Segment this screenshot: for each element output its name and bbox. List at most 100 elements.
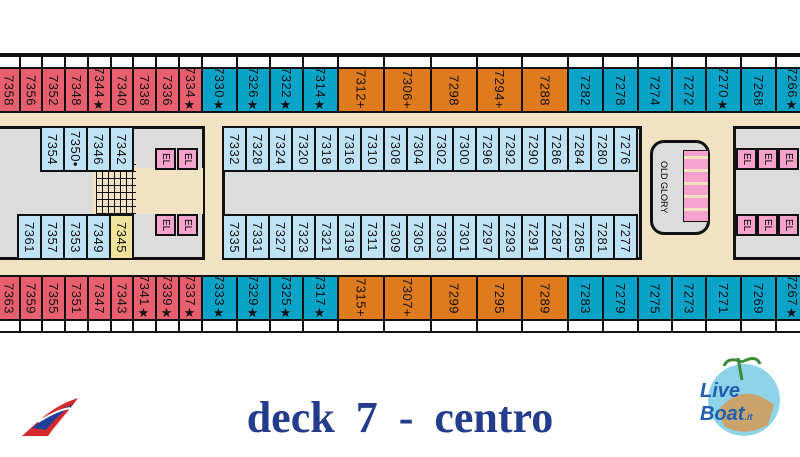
elevator[interactable]: EL — [757, 214, 778, 236]
cabin[interactable]: 7339★ — [155, 275, 180, 321]
cabin[interactable]: 7280 — [590, 126, 615, 172]
cabin[interactable]: 7270★ — [705, 67, 742, 113]
cabin[interactable]: 7331 — [245, 214, 270, 260]
cabin[interactable]: 7344★ — [87, 67, 112, 113]
cabin[interactable]: 7307+ — [383, 275, 432, 321]
cabin[interactable]: 7298 — [430, 67, 478, 113]
cabin[interactable]: 7336 — [155, 67, 180, 113]
cabin[interactable]: 7283 — [567, 275, 604, 321]
cabin[interactable]: 7356 — [19, 67, 43, 113]
cabin[interactable]: 7340 — [110, 67, 134, 113]
cabin[interactable]: 7305 — [406, 214, 431, 260]
cabin[interactable]: 7267★ — [775, 275, 800, 321]
cabin[interactable]: 7268 — [740, 67, 777, 113]
cabin[interactable]: 7304 — [406, 126, 431, 172]
elevator[interactable]: EL — [177, 148, 198, 170]
cabin[interactable]: 7275 — [637, 275, 673, 321]
cabin[interactable]: 7272 — [671, 67, 707, 113]
cabin[interactable]: 7284 — [567, 126, 592, 172]
elevator[interactable]: EL — [736, 214, 757, 236]
cabin[interactable]: 7297 — [475, 214, 500, 260]
cabin[interactable]: 7315+ — [337, 275, 385, 321]
cabin[interactable]: 7357 — [40, 214, 65, 260]
cabin[interactable]: 7285 — [567, 214, 592, 260]
elevator[interactable]: EL — [778, 214, 799, 236]
elevator[interactable]: EL — [177, 214, 198, 236]
cabin[interactable]: 7328 — [245, 126, 270, 172]
cabin[interactable]: 7266★ — [775, 67, 800, 113]
cabin[interactable]: 7353 — [63, 214, 88, 260]
cabin[interactable]: 7293 — [498, 214, 523, 260]
cabin[interactable]: 7320 — [291, 126, 316, 172]
cabin[interactable]: 7349 — [86, 214, 111, 260]
cabin[interactable]: 7348 — [64, 67, 89, 113]
cabin[interactable]: 7333★ — [201, 275, 238, 321]
cabin[interactable]: 7303 — [429, 214, 454, 260]
cabin[interactable]: 7361 — [17, 214, 42, 260]
cabin[interactable]: 7325★ — [269, 275, 304, 321]
cabin[interactable]: 7363 — [0, 275, 21, 321]
cabin[interactable]: 7337★ — [178, 275, 203, 321]
cabin[interactable]: 7294+ — [476, 67, 523, 113]
cabin[interactable]: 7271 — [705, 275, 742, 321]
cabin[interactable]: 7354 — [40, 126, 65, 172]
cabin[interactable]: 7301 — [452, 214, 477, 260]
cabin[interactable]: 7355 — [41, 275, 66, 321]
cabin[interactable]: 7274 — [637, 67, 673, 113]
cabin[interactable]: 7314★ — [302, 67, 339, 113]
cabin[interactable]: 7295 — [476, 275, 523, 321]
cabin[interactable]: 7299 — [430, 275, 478, 321]
cabin[interactable]: 7308 — [383, 126, 408, 172]
cabin[interactable]: 7269 — [740, 275, 777, 321]
cabin[interactable]: 7287 — [544, 214, 569, 260]
cabin[interactable]: 7290 — [521, 126, 546, 172]
cabin[interactable]: 7309 — [383, 214, 408, 260]
cabin[interactable]: 7281 — [590, 214, 615, 260]
cabin[interactable]: 7296 — [475, 126, 500, 172]
elevator[interactable]: EL — [155, 148, 176, 170]
cabin[interactable]: 7352 — [41, 67, 66, 113]
cabin[interactable]: 7318 — [314, 126, 339, 172]
cabin[interactable]: 7302 — [429, 126, 454, 172]
cabin[interactable]: 7335 — [222, 214, 247, 260]
cabin[interactable]: 7351 — [64, 275, 89, 321]
cabin[interactable]: 7278 — [602, 67, 639, 113]
cabin[interactable]: 7292 — [498, 126, 523, 172]
cabin[interactable]: 7316 — [337, 126, 362, 172]
cabin[interactable]: 7286 — [544, 126, 569, 172]
cabin[interactable]: 7338 — [132, 67, 157, 113]
elevator[interactable]: EL — [757, 148, 778, 170]
cabin[interactable]: 7327 — [268, 214, 293, 260]
cabin[interactable]: 7288 — [521, 67, 569, 113]
cabin[interactable]: 7282 — [567, 67, 604, 113]
cabin[interactable]: 7306+ — [383, 67, 432, 113]
cabin[interactable]: 7273 — [671, 275, 707, 321]
elevator[interactable]: EL — [778, 148, 799, 170]
cabin[interactable]: 7291 — [521, 214, 546, 260]
cabin[interactable]: 7342 — [109, 126, 134, 172]
cabin[interactable]: 7322★ — [269, 67, 304, 113]
cabin[interactable]: 7311 — [360, 214, 385, 260]
cabin[interactable]: 7334★ — [178, 67, 203, 113]
cabin[interactable]: 7276 — [613, 126, 638, 172]
cabin[interactable]: 7346 — [86, 126, 111, 172]
cabin[interactable]: 7300 — [452, 126, 477, 172]
cabin[interactable]: 7324 — [268, 126, 293, 172]
cabin[interactable]: 7310 — [360, 126, 385, 172]
cabin[interactable]: 7341★ — [132, 275, 157, 321]
cabin[interactable]: 7279 — [602, 275, 639, 321]
cabin[interactable]: 7343 — [110, 275, 134, 321]
cabin[interactable]: 7350• — [63, 126, 88, 172]
cabin[interactable]: 7319 — [337, 214, 362, 260]
cabin[interactable]: 7332 — [222, 126, 247, 172]
cabin[interactable]: 7321 — [314, 214, 339, 260]
cabin[interactable]: 7359 — [19, 275, 43, 321]
cabin[interactable]: 7289 — [521, 275, 569, 321]
cabin[interactable]: 7326★ — [236, 67, 271, 113]
cabin[interactable]: 7312+ — [337, 67, 385, 113]
cabin[interactable]: 7329★ — [236, 275, 271, 321]
cabin[interactable]: 7323 — [291, 214, 316, 260]
cabin[interactable]: 7330★ — [201, 67, 238, 113]
cabin[interactable]: 7358 — [0, 67, 21, 113]
elevator[interactable]: EL — [155, 214, 176, 236]
